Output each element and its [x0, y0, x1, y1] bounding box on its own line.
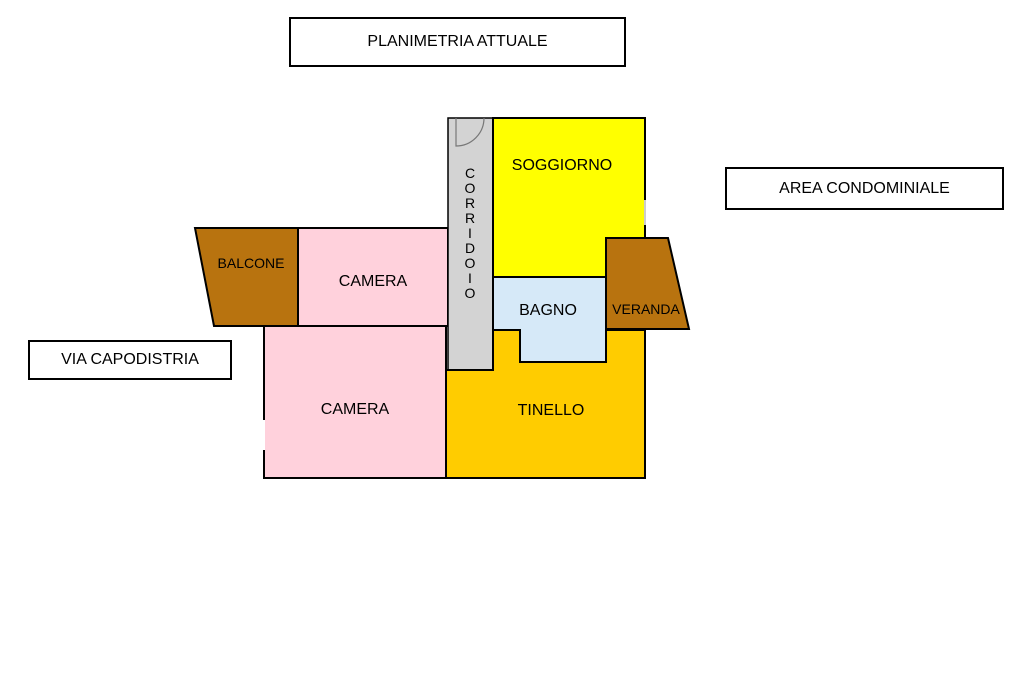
camera-bottom-label: CAMERA	[321, 401, 390, 418]
camera-bottom-room	[263, 325, 447, 479]
corridoio-letter: C	[465, 165, 475, 181]
page-title: PLANIMETRIA ATTUALE	[367, 33, 548, 50]
area-condominiale-label: AREA CONDOMINIALE	[779, 179, 950, 197]
corridoio-letter: R	[465, 210, 475, 226]
soggiorno-label: SOGGIORNO	[512, 157, 612, 174]
tinello-label: TINELLO	[518, 402, 585, 419]
title-box: PLANIMETRIA ATTUALE	[289, 17, 626, 67]
area-condominiale-box: AREA CONDOMINIALE	[725, 167, 1004, 210]
balcone-label: BALCONE	[218, 255, 285, 271]
veranda-label: VERANDA	[612, 301, 680, 317]
street-label: VIA CAPODISTRIA	[61, 351, 199, 368]
corridoio-letter: I	[468, 270, 472, 286]
balcone-room	[193, 227, 299, 327]
bagno-label: BAGNO	[519, 302, 577, 319]
corridoio-letter: O	[465, 180, 476, 196]
corridoio-letter: I	[468, 225, 472, 241]
corridoio-letter: R	[465, 195, 475, 211]
corridoio-letter: O	[465, 285, 476, 301]
corridoio-letter: D	[465, 240, 475, 256]
street-box: VIA CAPODISTRIA	[28, 340, 232, 380]
veranda-room	[605, 237, 691, 330]
entrance-door-arc	[455, 117, 485, 147]
camera-top-label: CAMERA	[339, 273, 408, 290]
corridoio-letter: O	[465, 255, 476, 271]
